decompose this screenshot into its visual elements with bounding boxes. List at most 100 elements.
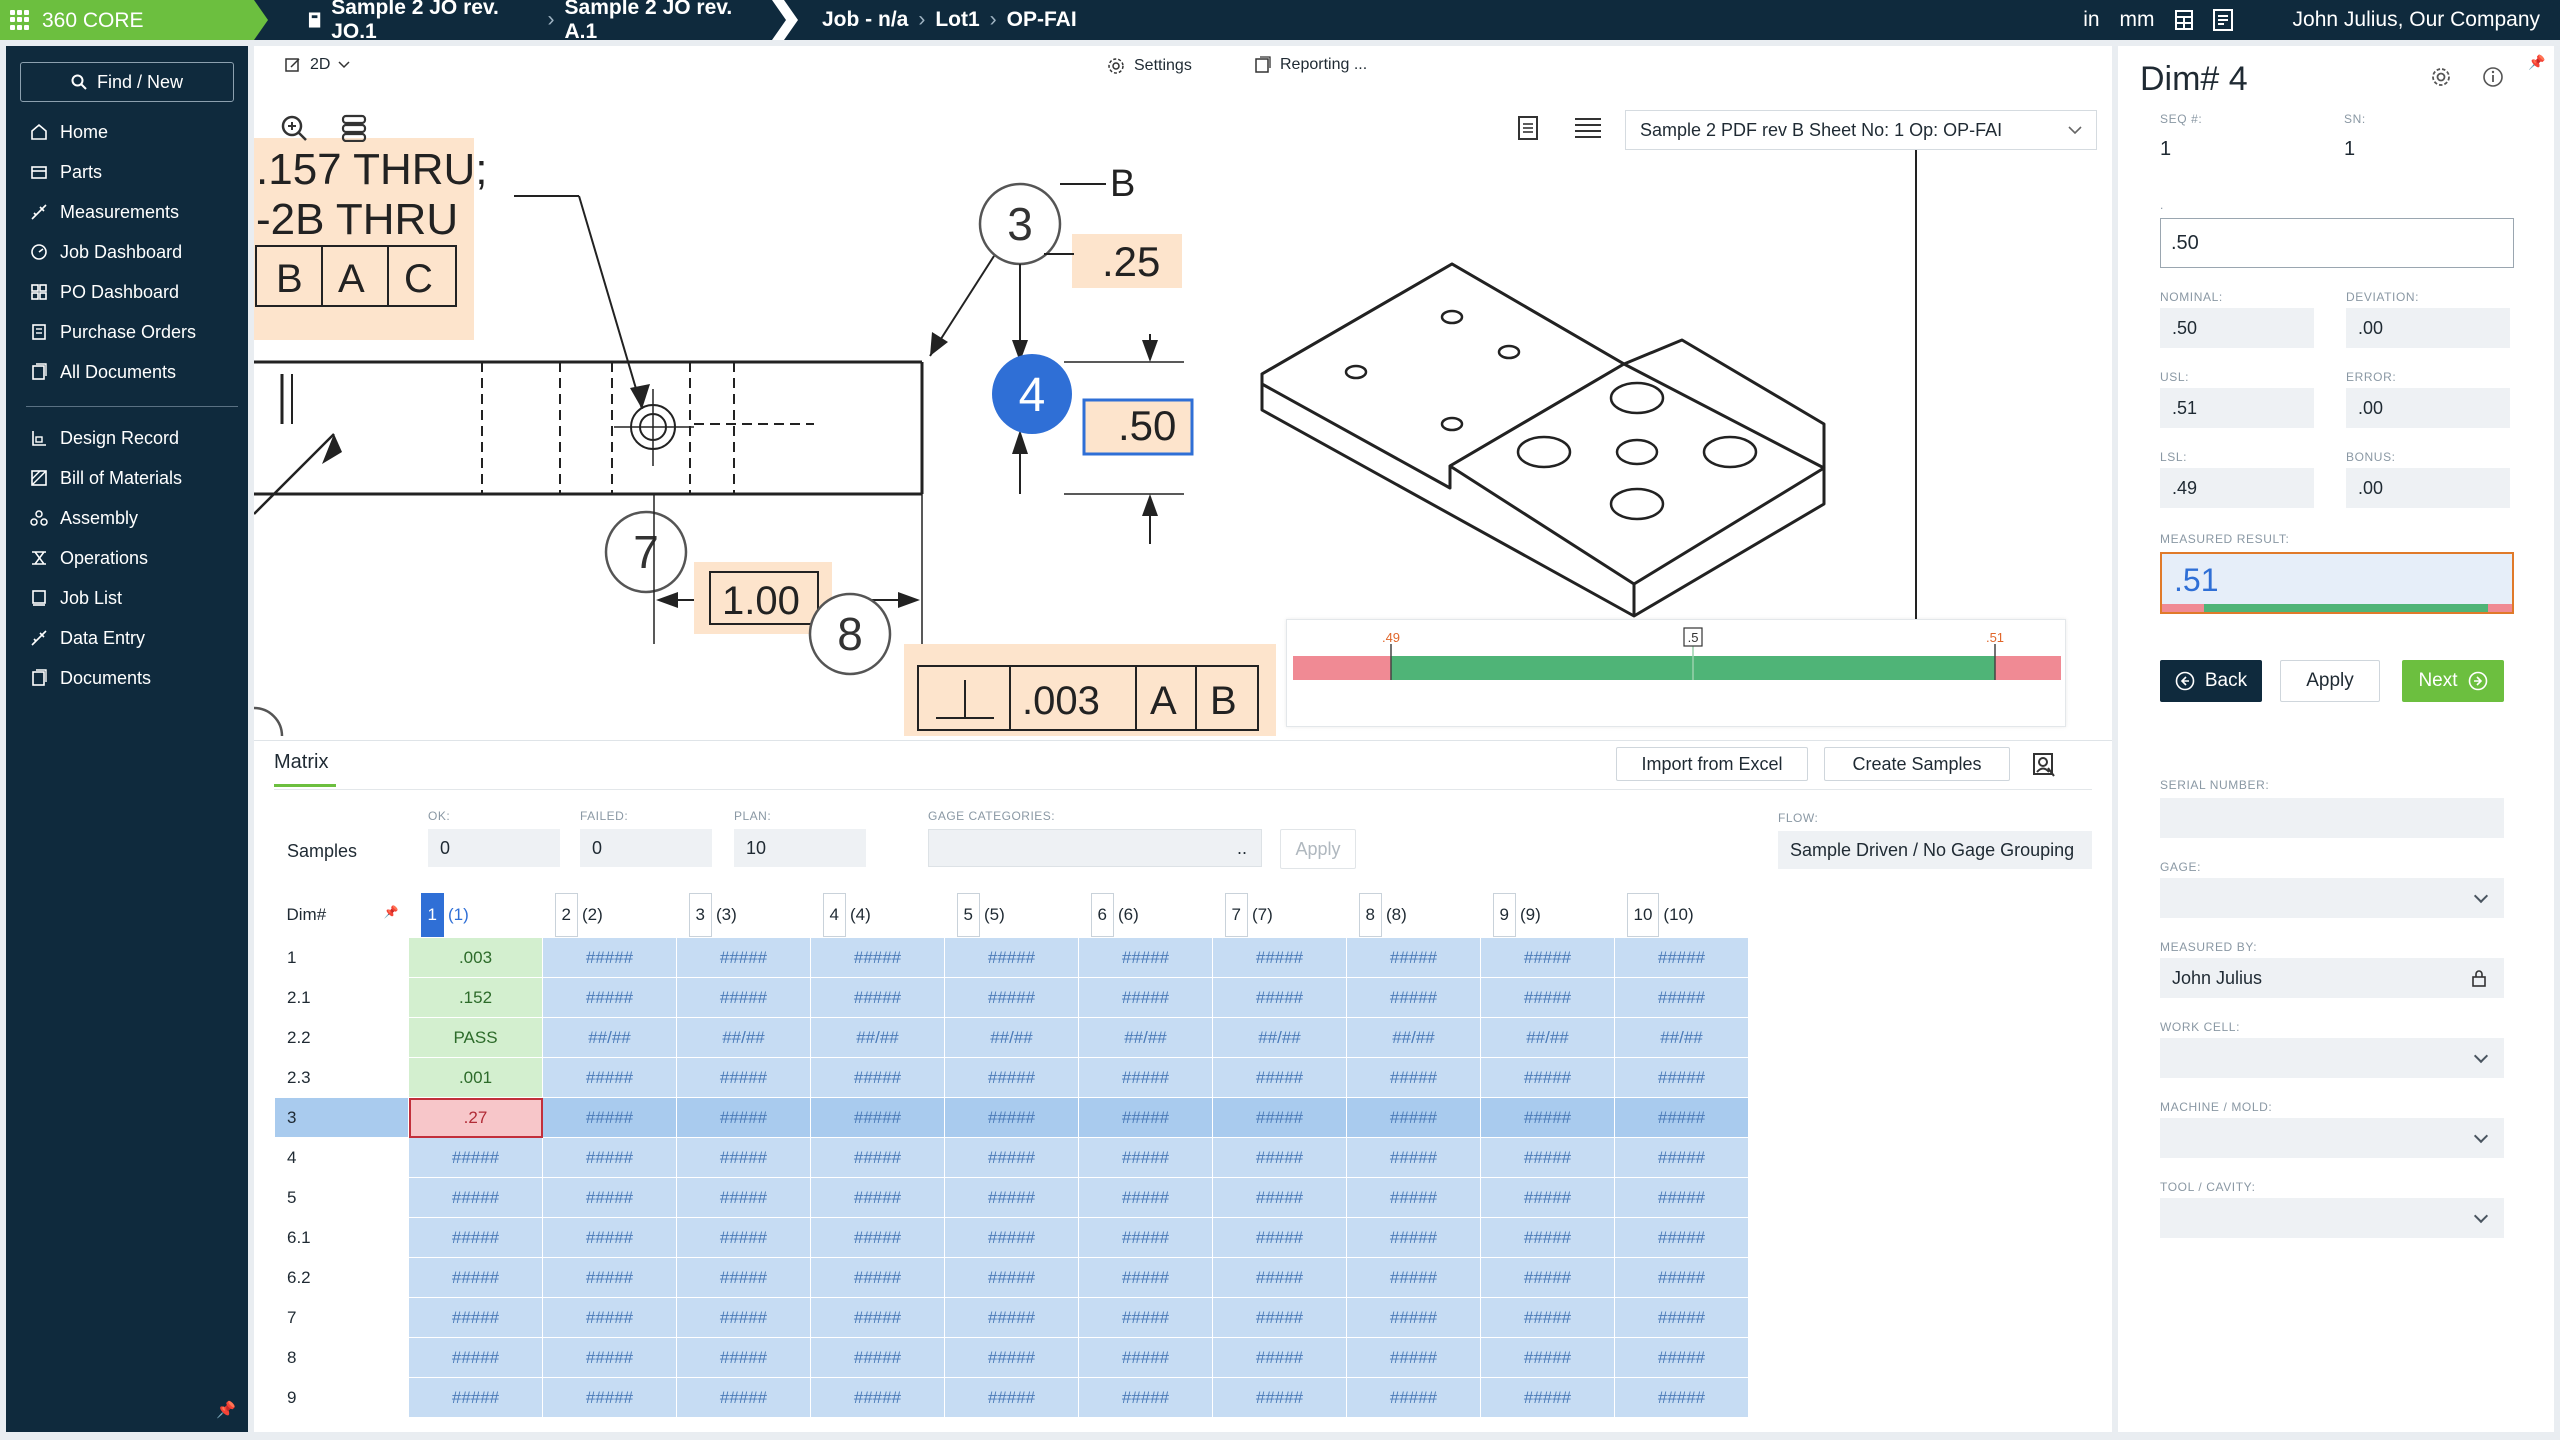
back-button[interactable]: Back: [2160, 660, 2262, 702]
measurement-cell[interactable]: #####: [676, 1097, 811, 1138]
calculator-icon[interactable]: [2174, 10, 2193, 30]
sample-column-header-8[interactable]: 8(8): [1347, 893, 1481, 937]
measurement-cell[interactable]: #####: [676, 1257, 811, 1298]
measurement-cell[interactable]: PASS: [408, 1017, 543, 1058]
reporting-button[interactable]: Reporting ...: [1254, 56, 1367, 74]
find-new-button[interactable]: Find / New: [20, 62, 234, 102]
measurement-cell[interactable]: #####: [1212, 1217, 1347, 1258]
measurement-cell[interactable]: #####: [408, 1217, 543, 1258]
measurement-cell[interactable]: .001: [408, 1057, 543, 1098]
unit-in-toggle[interactable]: in: [2083, 8, 2100, 31]
measurement-cell[interactable]: #####: [408, 1297, 543, 1338]
measurement-cell[interactable]: #####: [1212, 1377, 1347, 1418]
sheet-select[interactable]: Sample 2 PDF rev B Sheet No: 1 Op: OP-FA…: [1625, 110, 2097, 150]
sidebar-item-purchase-orders[interactable]: Purchase Orders: [6, 312, 248, 352]
measurement-cell[interactable]: ##/##: [944, 1017, 1079, 1058]
measurement-cell[interactable]: #####: [408, 1337, 543, 1378]
measurement-cell[interactable]: .152: [408, 977, 543, 1018]
measurement-cell[interactable]: #####: [1480, 1097, 1615, 1138]
measurement-cell[interactable]: #####: [1346, 1137, 1481, 1178]
measurement-cell[interactable]: #####: [1346, 937, 1481, 978]
measurement-cell[interactable]: ##/##: [676, 1017, 811, 1058]
dim-number-cell[interactable]: 1: [274, 937, 409, 978]
measurement-cell[interactable]: #####: [1346, 1217, 1481, 1258]
table-row[interactable]: 3.27####################################…: [274, 1097, 1749, 1138]
machine-mold-select[interactable]: [2160, 1118, 2504, 1158]
sample-column-header-10[interactable]: 10(10): [1615, 893, 1749, 937]
table-row[interactable]: 6.1#####################################…: [274, 1217, 1749, 1258]
dim-number-cell[interactable]: 2.2: [274, 1017, 409, 1058]
measurement-cell[interactable]: #####: [1480, 1337, 1615, 1378]
measurement-cell[interactable]: #####: [1212, 977, 1347, 1018]
pin-icon[interactable]: 📌: [2528, 54, 2546, 70]
measurement-cell[interactable]: #####: [810, 1377, 945, 1418]
measurement-cell[interactable]: #####: [542, 1177, 677, 1218]
breadcrumb-group-part[interactable]: Sample 2 JO rev. JO.1 › Sample 2 JO rev.…: [268, 0, 798, 43]
measurement-cell[interactable]: #####: [1614, 977, 1749, 1018]
measurement-cell[interactable]: ##/##: [542, 1017, 677, 1058]
measurement-cell[interactable]: #####: [1212, 1257, 1347, 1298]
measurement-cell[interactable]: #####: [1480, 1257, 1615, 1298]
sample-column-header-9[interactable]: 9(9): [1481, 893, 1615, 937]
measurement-cell[interactable]: #####: [944, 937, 1079, 978]
measurement-cell[interactable]: #####: [676, 1137, 811, 1178]
sidebar-item-all-documents[interactable]: All Documents: [6, 352, 248, 392]
tab-matrix[interactable]: Matrix: [274, 751, 336, 787]
measurement-cell[interactable]: #####: [1614, 1057, 1749, 1098]
table-row[interactable]: 4#######################################…: [274, 1137, 1749, 1178]
measurement-cell[interactable]: #####: [944, 1377, 1079, 1418]
measurement-cell[interactable]: #####: [1346, 1257, 1481, 1298]
dim-column-header[interactable]: Dim#📌: [274, 893, 409, 938]
measurement-cell[interactable]: #####: [676, 1177, 811, 1218]
sample-column-header-7[interactable]: 7(7): [1213, 893, 1347, 937]
measurement-cell[interactable]: #####: [1078, 1337, 1213, 1378]
table-row[interactable]: 2.1.152#################################…: [274, 977, 1749, 1018]
sidebar-item-documents[interactable]: Documents: [6, 658, 248, 698]
measurement-cell[interactable]: .003: [408, 937, 543, 978]
measurement-cell[interactable]: #####: [944, 1097, 1079, 1138]
measurement-cell[interactable]: #####: [542, 977, 677, 1018]
list-view-button[interactable]: [1568, 108, 1608, 148]
dim-number-cell[interactable]: 6.2: [274, 1257, 409, 1298]
sidebar-item-measurements[interactable]: Measurements: [6, 192, 248, 232]
measurement-cell[interactable]: #####: [1346, 1297, 1481, 1338]
measurement-cell[interactable]: #####: [1078, 1097, 1213, 1138]
measurement-cell[interactable]: #####: [1212, 1097, 1347, 1138]
measurement-cell[interactable]: #####: [944, 1057, 1079, 1098]
sidebar-item-design-record[interactable]: Design Record: [6, 418, 248, 458]
measurement-cell[interactable]: #####: [810, 1097, 945, 1138]
measurement-cell[interactable]: #####: [1078, 1217, 1213, 1258]
measurement-cell[interactable]: #####: [1346, 1177, 1481, 1218]
table-row[interactable]: 7#######################################…: [274, 1297, 1749, 1338]
balloon-3[interactable]: 3: [1007, 198, 1033, 250]
measurement-cell[interactable]: #####: [1480, 1297, 1615, 1338]
sample-column-header-4[interactable]: 4(4): [811, 893, 945, 937]
spec-value-field[interactable]: .50: [2160, 218, 2514, 268]
flow-value[interactable]: Sample Driven / No Gage Grouping: [1778, 831, 2092, 869]
table-row[interactable]: 6.2#####################################…: [274, 1257, 1749, 1298]
measurement-cell[interactable]: #####: [1078, 977, 1213, 1018]
measurement-cell[interactable]: #####: [1212, 1297, 1347, 1338]
measurement-cell[interactable]: ##/##: [1614, 1017, 1749, 1058]
measurement-cell[interactable]: #####: [1614, 1377, 1749, 1418]
measurement-cell[interactable]: #####: [408, 1177, 543, 1218]
measurement-cell[interactable]: #####: [944, 1337, 1079, 1378]
measurement-cell[interactable]: #####: [408, 1137, 543, 1178]
measurement-cell[interactable]: #####: [1212, 937, 1347, 978]
dim-number-cell[interactable]: 7: [274, 1297, 409, 1338]
breadcrumb-jo[interactable]: Sample 2 JO rev. JO.1: [331, 0, 499, 43]
view-mode-select[interactable]: 2D: [284, 56, 350, 74]
measurement-cell[interactable]: #####: [1614, 1337, 1749, 1378]
breadcrumb-rev[interactable]: Sample 2 JO rev. A.1: [564, 0, 733, 43]
measurement-cell[interactable]: #####: [1078, 1177, 1213, 1218]
sidebar-item-assembly[interactable]: Assembly: [6, 498, 248, 538]
measurement-cell[interactable]: #####: [1078, 1137, 1213, 1178]
report-icon[interactable]: [2212, 9, 2233, 31]
layers-button[interactable]: [334, 108, 374, 148]
measurement-cell[interactable]: #####: [1078, 1057, 1213, 1098]
measurement-cell[interactable]: #####: [1614, 1137, 1749, 1178]
measurement-cell[interactable]: ##/##: [1078, 1017, 1213, 1058]
serial-number-input[interactable]: [2160, 798, 2504, 838]
balloon-8[interactable]: 8: [837, 608, 863, 660]
